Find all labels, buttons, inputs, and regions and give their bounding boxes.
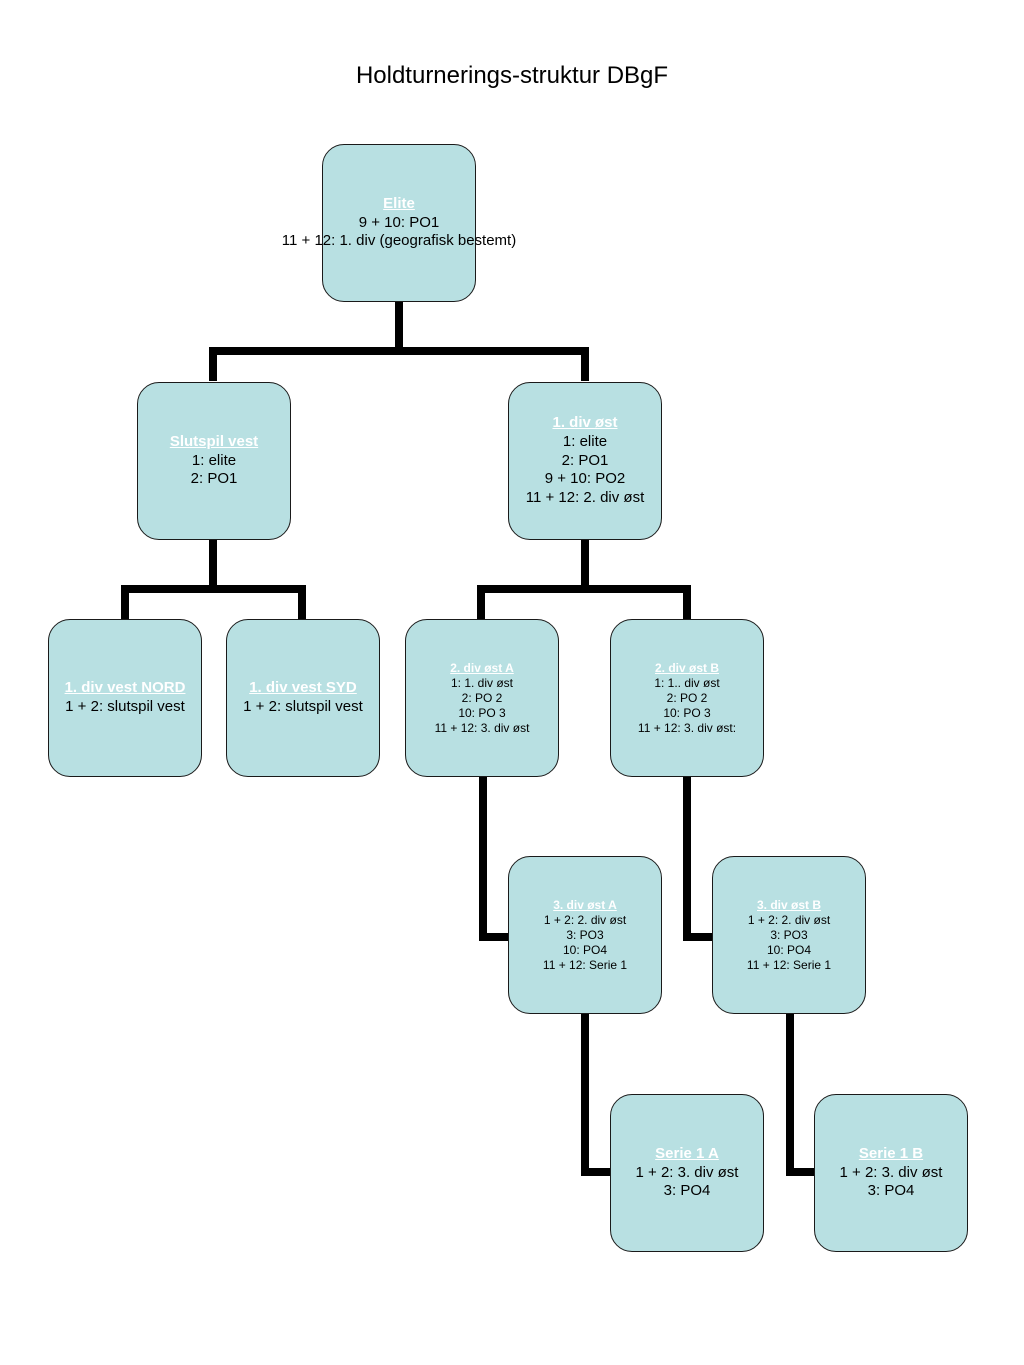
connector-div1-ost-to-div2 (477, 540, 691, 619)
node-line: 1 + 2: slutspil vest (243, 698, 363, 715)
node-elite: Elite 9 + 10: PO1 11 + 12: 1. div (geogr… (282, 144, 516, 302)
node-line: 1: 1. div øst (450, 675, 514, 690)
connector-div2-b-to-div3-b (683, 777, 713, 941)
node-line: 2: PO 2 (461, 690, 503, 705)
node-line: 1 + 2: slutspil vest (65, 698, 185, 715)
node-line: 1: elite (191, 451, 237, 469)
node-line: 11 + 12: 2. div øst (525, 489, 645, 507)
node-line: 2: PO 2 (666, 690, 708, 705)
node-line: 3: PO4 (663, 1182, 711, 1200)
node-heading: Elite (383, 194, 415, 212)
node-line: 3: PO4 (867, 1182, 915, 1200)
node-line: 11 + 12: Serie 1 (746, 957, 832, 972)
connector-slutspil-to-div1-vest (121, 540, 306, 619)
node-heading: 1. div vest NORD (64, 679, 186, 697)
node-line: 10: PO 3 (663, 705, 711, 720)
node-heading: 1. div vest SYD (249, 679, 357, 697)
node-heading: 3. div øst A (553, 897, 617, 912)
node-heading: 2. div øst B (654, 660, 719, 675)
node-line: 9 + 10: PO2 (544, 470, 626, 488)
node-line: 11 + 12: 3. div øst: (637, 720, 737, 735)
node-2-div-ost-a: 2. div øst A 1: 1. div øst 2: PO 2 10: P… (405, 619, 559, 777)
node-line: 3: PO3 (566, 927, 604, 942)
node-line: 1: elite (562, 432, 608, 450)
node-line: 2: PO1 (190, 470, 238, 488)
node-line: 1 + 2: 2. div øst (543, 912, 627, 927)
node-line: 9 + 10: PO1 (358, 213, 440, 231)
diagram-title: Holdturnerings-struktur DBgF (355, 62, 669, 89)
node-line: 11 + 12: 1. div (geografisk bestemt) (281, 232, 517, 250)
node-serie-1-a: Serie 1 A 1 + 2: 3. div øst 3: PO4 (610, 1094, 764, 1252)
node-line: 1 + 2: 2. div øst (747, 912, 831, 927)
node-serie-1-b: Serie 1 B 1 + 2: 3. div øst 3: PO4 (814, 1094, 968, 1252)
node-2-div-ost-b: 2. div øst B 1: 1.. div øst 2: PO 2 10: … (610, 619, 764, 777)
node-1-div-ost: 1. div øst 1: elite 2: PO1 9 + 10: PO2 1… (508, 382, 662, 540)
node-line: 11 + 12: 3. div øst (434, 720, 530, 735)
node-3-div-ost-b: 3. div øst B 1 + 2: 2. div øst 3: PO3 10… (712, 856, 866, 1014)
node-line: 1: 1.. div øst (654, 675, 720, 690)
node-1-div-vest-nord: 1. div vest NORD 1 + 2: slutspil vest (48, 619, 202, 777)
node-line: 10: PO4 (562, 942, 608, 957)
node-1-div-vest-syd: 1. div vest SYD 1 + 2: slutspil vest (226, 619, 380, 777)
node-slutspil-vest: Slutspil vest 1: elite 2: PO1 (137, 382, 291, 540)
node-line: 1 + 2: 3. div øst (635, 1163, 739, 1181)
node-line: 1 + 2: 3. div øst (839, 1163, 943, 1181)
node-heading: 2. div øst A (450, 660, 514, 675)
node-line: 10: PO 3 (458, 705, 506, 720)
node-line: 3: PO3 (770, 927, 808, 942)
node-heading: Serie 1 B (858, 1144, 924, 1162)
node-3-div-ost-a: 3. div øst A 1 + 2: 2. div øst 3: PO3 10… (508, 856, 662, 1014)
node-line: 2: PO1 (561, 451, 609, 469)
node-line: 10: PO4 (766, 942, 812, 957)
node-heading: Slutspil vest (169, 432, 259, 450)
node-line: 11 + 12: Serie 1 (542, 957, 628, 972)
connector-div3-a-to-serie1-a (581, 1014, 612, 1176)
connector-div2-a-to-div3-a (479, 777, 509, 941)
node-heading: Serie 1 A (655, 1144, 719, 1162)
node-heading: 3. div øst B (756, 897, 821, 912)
connector-div3-b-to-serie1-b (786, 1014, 815, 1176)
node-heading: 1. div øst (552, 414, 618, 432)
connector-elite-to-div1 (209, 302, 589, 381)
